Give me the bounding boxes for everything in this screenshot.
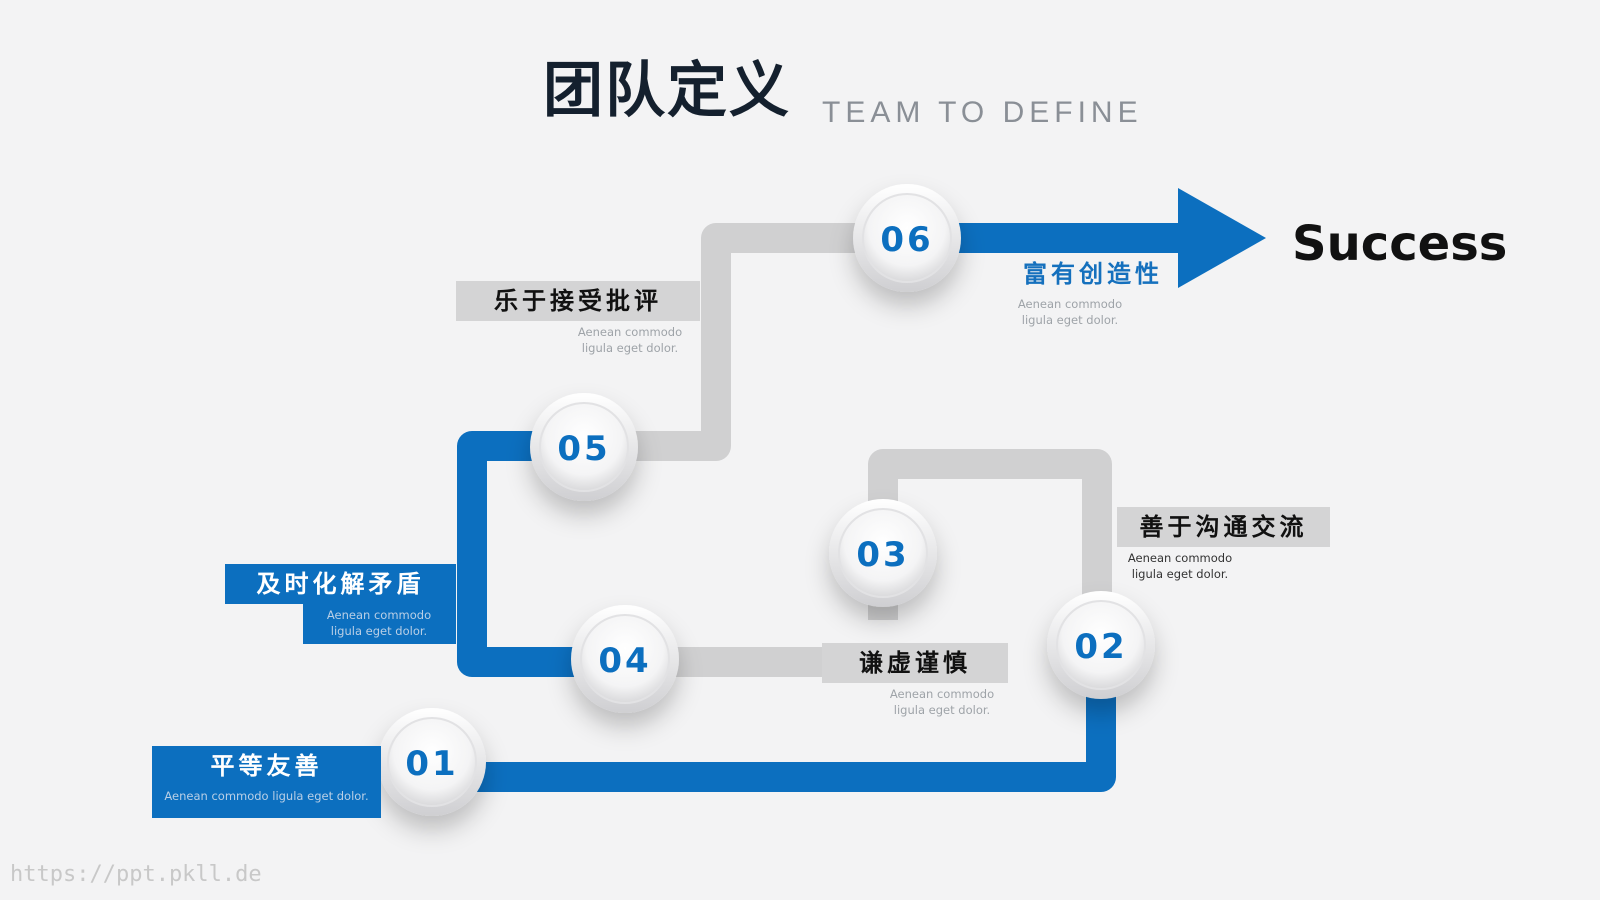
step-04-desc-line1: Aenean commodo — [326, 608, 432, 622]
step-05-desc-line1: Aenean commodo — [577, 325, 683, 339]
step-06-desc-line2: ligula eget dolor. — [1021, 313, 1119, 327]
step-03-desc-line1: Aenean commodo — [889, 687, 995, 701]
step-03-title: 谦虚谨慎 — [822, 643, 1008, 683]
path-segment-04-05 — [457, 431, 630, 677]
step-node-04 — [571, 605, 679, 713]
step-node-01 — [378, 708, 486, 816]
step-06-desc-line1: Aenean commodo — [1017, 297, 1123, 311]
step-02-desc-line2: ligula eget dolor. — [1131, 567, 1229, 581]
step-02-desc-line1: Aenean commodo — [1127, 551, 1233, 565]
step-number-02: 02 — [1074, 627, 1127, 667]
step-04-desc-line2: ligula eget dolor. — [330, 624, 428, 638]
arrow-head-icon — [1178, 188, 1266, 288]
step-03-desc-line2: ligula eget dolor. — [893, 703, 991, 717]
step-number-03: 03 — [856, 535, 909, 575]
step-02-title: 善于沟通交流 — [1117, 507, 1330, 547]
step-04-title: 及时化解矛盾 — [225, 564, 456, 604]
path-segment-05-06 — [585, 223, 905, 461]
success-label: Success — [1292, 216, 1508, 272]
step-01-desc: Aenean commodo ligula eget dolor. — [164, 789, 369, 803]
step-number-05: 05 — [557, 429, 610, 469]
step-node-05 — [530, 393, 638, 501]
step-06-title: 富有创造性 — [1023, 260, 1163, 288]
step-05-title: 乐于接受批评 — [456, 281, 700, 321]
step-01-box — [152, 746, 381, 818]
step-number-01: 01 — [405, 744, 458, 784]
page-subtitle: TEAM TO DEFINE — [822, 96, 1143, 129]
step-number-06: 06 — [880, 220, 933, 260]
step-node-06 — [853, 184, 961, 292]
step-05-desc-line2: ligula eget dolor. — [581, 341, 679, 355]
step-number-04: 04 — [598, 641, 651, 681]
step-node-03 — [829, 499, 937, 607]
step-node-02 — [1047, 591, 1155, 699]
step-04-desc-box — [303, 604, 456, 644]
step-01-title: 平等友善 — [210, 752, 323, 780]
watermark: https://ppt.pkll.de — [10, 862, 262, 887]
page-title: 团队定义 — [543, 56, 791, 126]
